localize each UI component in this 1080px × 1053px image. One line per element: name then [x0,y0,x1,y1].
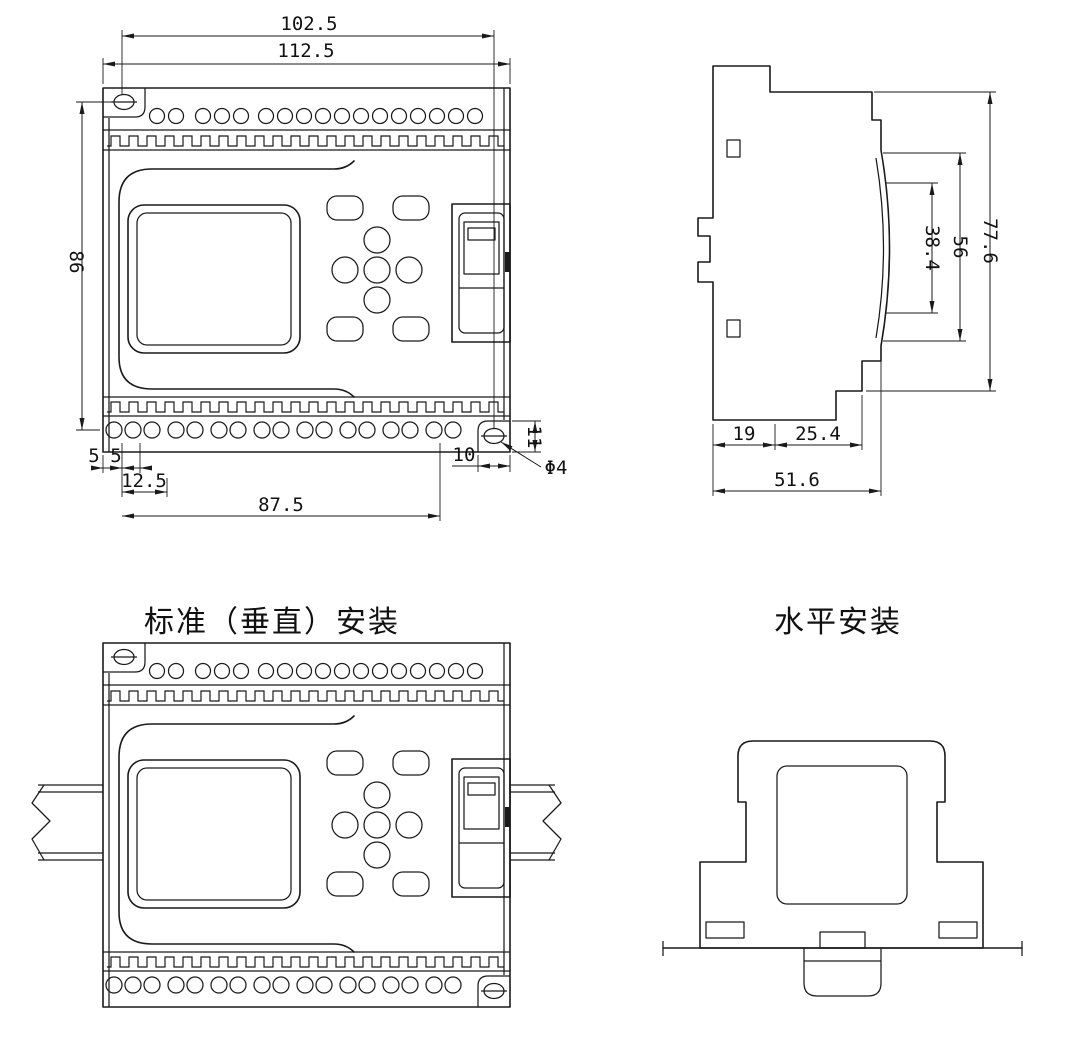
dim-25-4: 25.4 [795,423,841,445]
label-vertical-mount: 标准（垂直）安装 [144,606,400,639]
hole-leader-line [500,441,542,468]
clip-window-upper [726,139,741,158]
rail-break-line-right [542,784,562,861]
din-rail-right [510,784,562,861]
clip-window-lower [726,319,741,338]
dim-hole-diameter: Φ4 [545,457,568,479]
dim-86: 86 [65,251,87,274]
side-tab-left [705,921,745,939]
dim-5-b: 5 [110,445,121,467]
dim-51-6: 51.6 [774,469,820,491]
front-view: 102.5 112.5 86 5 5 12.5 [65,13,567,521]
dim-5-a: 5 [88,445,99,467]
side-view: 19 25.4 51.6 38.4 56 77.6 [697,65,1001,496]
rail-slot [819,931,866,949]
dim-102-5: 102.5 [280,13,337,35]
dim-38-4: 38.4 [921,225,943,271]
dim-10: 10 [453,444,476,466]
horizontal-mount-view [662,740,1023,997]
side-profile-outline [697,65,891,421]
front-view-dimensions: 102.5 112.5 86 5 5 12.5 [65,13,567,521]
dim-112-5: 112.5 [277,40,334,62]
side-tab-right [938,921,978,939]
dim-11: 11 [523,426,545,449]
horizontal-body-outline [699,740,984,949]
rail-clip [803,931,882,997]
dim-19: 19 [733,423,756,445]
dim-87-5: 87.5 [258,494,304,516]
vertical-mount-view [31,642,562,1008]
side-view-dimensions: 19 25.4 51.6 38.4 56 77.6 [712,91,1001,496]
dim-77-6: 77.6 [979,218,1001,264]
dim-56: 56 [949,236,971,259]
top-face-window [776,765,908,905]
front-face-inner-curve [875,157,885,339]
dim-12-5: 12.5 [121,470,167,492]
din-rail-left [31,784,103,861]
front-view-module [102,87,511,453]
label-horizontal-mount: 水平安装 [774,606,902,639]
vertical-mount-module [102,642,511,1008]
rail-break-line-left [31,784,51,861]
